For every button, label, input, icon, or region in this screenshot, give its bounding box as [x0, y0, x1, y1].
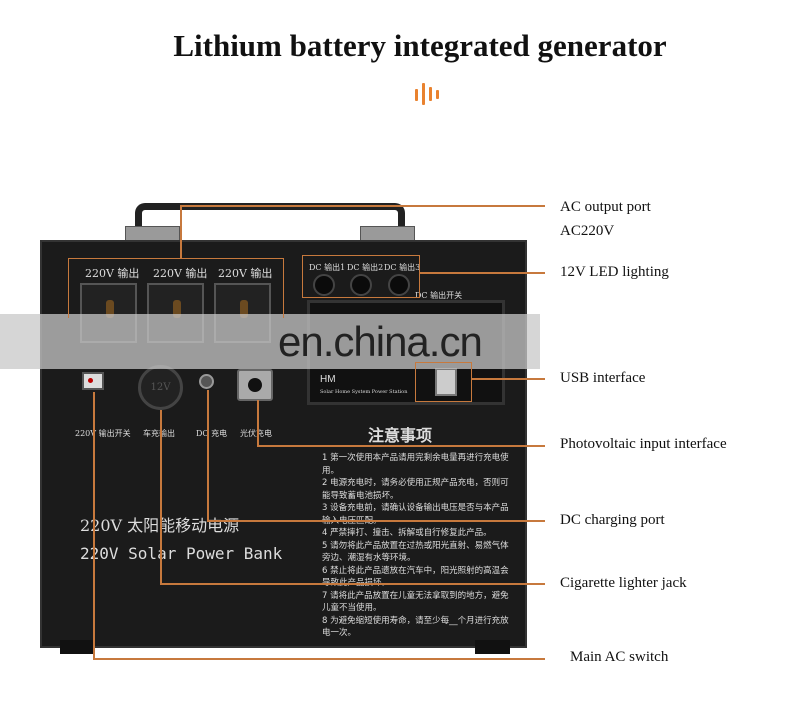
callout-ac-output: AC output port [560, 199, 651, 215]
dc-switch-label: DC 输出开关 [415, 291, 463, 300]
callout-pv: Photovoltaic input interface [560, 436, 727, 452]
dc-output-label: DC 输出1 [309, 263, 346, 272]
callout-box [68, 258, 284, 318]
callout-line [420, 272, 545, 274]
note-item: 1 第一次使用本产品请用完剩余电量再进行充电使用。 [322, 453, 509, 476]
callout-line [207, 520, 545, 522]
page-title: Lithium battery integrated generator [173, 28, 667, 63]
callout-line [180, 205, 545, 207]
cigarette-jack: 12V [138, 365, 183, 410]
port-label: DC 充电 [196, 429, 228, 438]
device-foot [60, 640, 95, 654]
device-handle [135, 203, 405, 243]
callout-line [93, 392, 95, 658]
watermark-band [0, 314, 540, 369]
note-item: 5 请勿将此产品放置在过热或阳光直射、易燃气体旁边、潮湿有水等环境。 [322, 540, 509, 564]
note-item: 2 电源充电时，请务必使用正规产品充电，否则可能导致蓄电池损坏。 [322, 478, 509, 501]
ac-output-label: 220V 输出 [85, 267, 140, 280]
callout-main-switch: Main AC switch [570, 649, 669, 665]
callout-line [93, 658, 545, 660]
notes-list: 1 第一次使用本产品请用完剩余电量再进行充电使用。 2 电源充电时，请务必使用正… [322, 452, 517, 640]
product-name-en: 220V Solar Power Bank [80, 544, 283, 563]
callout-led: 12V LED lighting [560, 264, 669, 280]
product-name-cn: 220V 太阳能移动电源 [80, 516, 240, 535]
callout-line [257, 400, 259, 445]
callout-ac-voltage: AC220V [560, 223, 615, 239]
callout-line [257, 445, 545, 447]
callout-line [180, 205, 182, 258]
port-label: 光伏充电 [240, 429, 272, 438]
main-switch [82, 372, 104, 390]
note-item: 6 禁止将此产品遗放在汽车中，阳光照射的高温会导致此产品损坏。 [322, 565, 509, 589]
callout-dc-charge: DC charging port [560, 512, 665, 528]
dc-output-jack [388, 274, 410, 296]
dc-output-jack [313, 274, 335, 296]
callout-line [160, 583, 545, 585]
dc-output-label: DC 输出3 [384, 263, 421, 272]
dc-charge-jack [199, 374, 214, 389]
callout-line [472, 378, 545, 380]
usb-port-icon [435, 368, 457, 396]
callout-usb: USB interface [560, 370, 646, 386]
callout-box [415, 362, 472, 402]
dc-output-jack [350, 274, 372, 296]
note-item: 8 为避免缩短使用寿命，请至少每__个月进行充放电一次。 [322, 615, 509, 639]
panel-subtitle: Solar Home System Power Station [320, 389, 408, 395]
port-label: 车充输出 [143, 429, 175, 438]
callout-line [160, 410, 162, 583]
callout-cigarette: Cigarette lighter jack [560, 575, 687, 591]
note-item: 4 严禁摔打、撞击、拆解或自行修复此产品。 [322, 528, 492, 538]
note-item: 3 设备充电前，请确认设备输出电压是否与本产品输入电压匹配。 [322, 503, 509, 526]
watermark-text: en.china.cn [278, 318, 483, 365]
callout-box [302, 255, 420, 298]
panel-brand: HM [320, 374, 336, 385]
ac-output-label: 220V 输出 [218, 267, 273, 280]
decorative-bars-icon [415, 83, 445, 105]
port-label: 220V 输出开关 [75, 429, 131, 438]
note-item: 7 请将此产品放置在儿童无法拿取到的地方，避免儿童不当使用。 [322, 590, 509, 614]
notes-title: 注意事项 [368, 426, 433, 445]
dc-output-label: DC 输出2 [347, 263, 384, 272]
pv-connector [237, 369, 273, 401]
callout-line [207, 390, 209, 520]
ac-output-label: 220V 输出 [153, 267, 208, 280]
device-foot [475, 640, 510, 654]
